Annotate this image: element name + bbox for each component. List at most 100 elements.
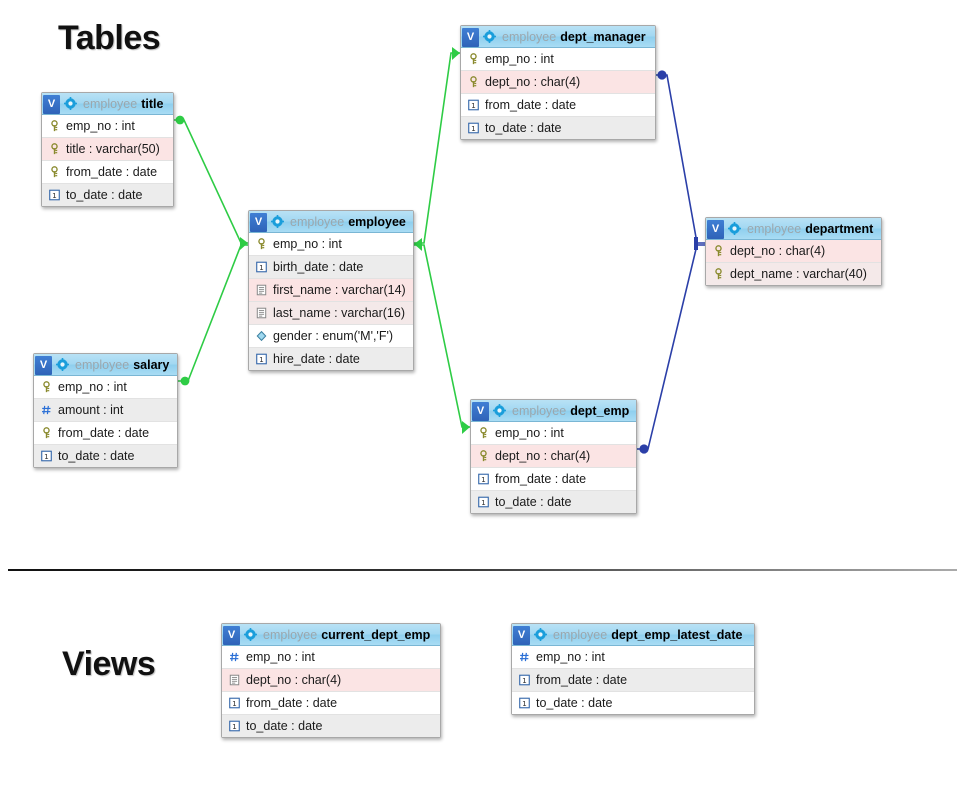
svg-text:1: 1 [471, 124, 476, 133]
column-row[interactable]: dept_no : char(4) [222, 669, 440, 692]
column-row[interactable]: first_name : varchar(14) [249, 279, 413, 302]
column-label: birth_date : date [273, 260, 364, 274]
entity-table-employee[interactable]: V employee employee emp_no : int 1 birth… [248, 210, 414, 371]
column-row[interactable]: emp_no : int [512, 646, 754, 669]
link-endpoint-dot [180, 376, 190, 386]
entity-header[interactable]: V employee employee [249, 211, 413, 233]
column-label: dept_no : char(4) [495, 449, 591, 463]
gear-icon [483, 30, 496, 43]
date-icon: 1 [256, 261, 267, 273]
entity-table-dept-manager[interactable]: V employee dept_manager emp_no : int dep… [460, 25, 656, 140]
schema-name: employee [263, 627, 318, 642]
entity-table-department[interactable]: V employee department dept_no : char(4) … [705, 217, 882, 286]
column-label: emp_no : int [495, 426, 564, 440]
gear-icon [64, 97, 77, 110]
svg-text:1: 1 [232, 722, 237, 731]
text-icon [256, 307, 267, 319]
column-label: from_date : date [246, 696, 338, 710]
link-endpoint-arrow [414, 238, 422, 251]
column-row[interactable]: dept_no : char(4) [461, 71, 655, 94]
link-dept-manager-to-department [656, 74, 705, 244]
column-label: from_date : date [536, 673, 628, 687]
column-row[interactable]: gender : enum('M','F') [249, 325, 413, 348]
entity-header[interactable]: V employee dept_manager [461, 26, 655, 48]
column-row[interactable]: dept_no : char(4) [706, 240, 881, 263]
key-icon [51, 166, 58, 178]
schema-name: employee [553, 627, 608, 642]
date-icon: 1 [49, 189, 60, 201]
key-icon [470, 76, 477, 88]
link-dept-emp-to-department [637, 244, 705, 450]
column-row[interactable]: 1 to_date : date [512, 692, 754, 714]
column-label: from_date : date [66, 165, 158, 179]
entity-view-dept-emp-latest-date[interactable]: V employee dept_emp_latest_date emp_no :… [511, 623, 755, 715]
column-row[interactable]: emp_no : int [42, 115, 173, 138]
gear-icon [728, 222, 741, 235]
gear-icon [56, 358, 69, 371]
column-label: emp_no : int [66, 119, 135, 133]
entity-header[interactable]: V employee salary [34, 354, 177, 376]
gear-icon [534, 628, 547, 641]
gear-icon [244, 628, 257, 641]
column-row[interactable]: emp_no : int [471, 422, 636, 445]
entity-table-dept-emp[interactable]: V employee dept_emp emp_no : int dept_no… [470, 399, 637, 514]
column-label: dept_no : char(4) [730, 244, 826, 258]
column-row[interactable]: emp_no : int [34, 376, 177, 399]
link-endpoint-dot [657, 70, 667, 80]
table-name: dept_manager [560, 29, 646, 44]
column-row[interactable]: 1 to_date : date [42, 184, 173, 206]
entity-header[interactable]: V employee dept_emp [471, 400, 636, 422]
link-endpoint-dot [175, 115, 185, 125]
column-row[interactable]: 1 from_date : date [512, 669, 754, 692]
column-row[interactable]: 1 hire_date : date [249, 348, 413, 370]
column-row[interactable]: 1 to_date : date [461, 117, 655, 139]
column-row[interactable]: 1 from_date : date [471, 468, 636, 491]
date-icon: 1 [229, 697, 240, 709]
date-icon: 1 [256, 353, 267, 365]
schema-name: employee [502, 29, 557, 44]
column-row[interactable]: dept_no : char(4) [471, 445, 636, 468]
view-badge-icon: V [223, 625, 240, 645]
column-row[interactable]: 1 from_date : date [222, 692, 440, 715]
key-icon [43, 427, 50, 439]
column-row[interactable]: 1 from_date : date [461, 94, 655, 117]
column-label: to_date : date [246, 719, 323, 733]
column-row[interactable]: emp_no : int [461, 48, 655, 71]
enum-icon [256, 330, 267, 342]
column-row[interactable]: from_date : date [34, 422, 177, 445]
column-label: emp_no : int [273, 237, 342, 251]
column-row[interactable]: 1 birth_date : date [249, 256, 413, 279]
entity-header[interactable]: V employee department [706, 218, 881, 240]
entity-header[interactable]: V employee current_dept_emp [222, 624, 440, 646]
column-row[interactable]: title : varchar(50) [42, 138, 173, 161]
column-row[interactable]: dept_name : varchar(40) [706, 263, 881, 285]
view-badge-icon: V [462, 27, 479, 47]
column-row[interactable]: emp_no : int [249, 233, 413, 256]
entity-view-current-dept-emp[interactable]: V employee current_dept_emp emp_no : int… [221, 623, 441, 738]
column-row[interactable]: amount : int [34, 399, 177, 422]
column-row[interactable]: last_name : varchar(16) [249, 302, 413, 325]
link-endpoint-arrow [452, 47, 460, 60]
svg-text:1: 1 [52, 191, 57, 200]
column-row[interactable]: 1 to_date : date [34, 445, 177, 467]
column-label: from_date : date [58, 426, 150, 440]
column-label: to_date : date [58, 449, 135, 463]
column-row[interactable]: 1 to_date : date [222, 715, 440, 737]
column-row[interactable]: 1 to_date : date [471, 491, 636, 513]
date-icon: 1 [229, 720, 240, 732]
entity-table-salary[interactable]: V employee salary emp_no : int amount : … [33, 353, 178, 468]
column-label: hire_date : date [273, 352, 360, 366]
column-row[interactable]: emp_no : int [222, 646, 440, 669]
svg-text:1: 1 [259, 263, 264, 272]
entity-header[interactable]: V employee dept_emp_latest_date [512, 624, 754, 646]
key-icon [470, 53, 477, 65]
column-label: emp_no : int [536, 650, 605, 664]
number-icon [520, 652, 529, 662]
column-label: last_name : varchar(16) [273, 306, 406, 320]
schema-name: employee [75, 357, 130, 372]
entity-table-title[interactable]: V employee title emp_no : int title : va… [41, 92, 174, 207]
entity-header[interactable]: V employee title [42, 93, 173, 115]
column-row[interactable]: from_date : date [42, 161, 173, 184]
schema-name: employee [747, 221, 802, 236]
